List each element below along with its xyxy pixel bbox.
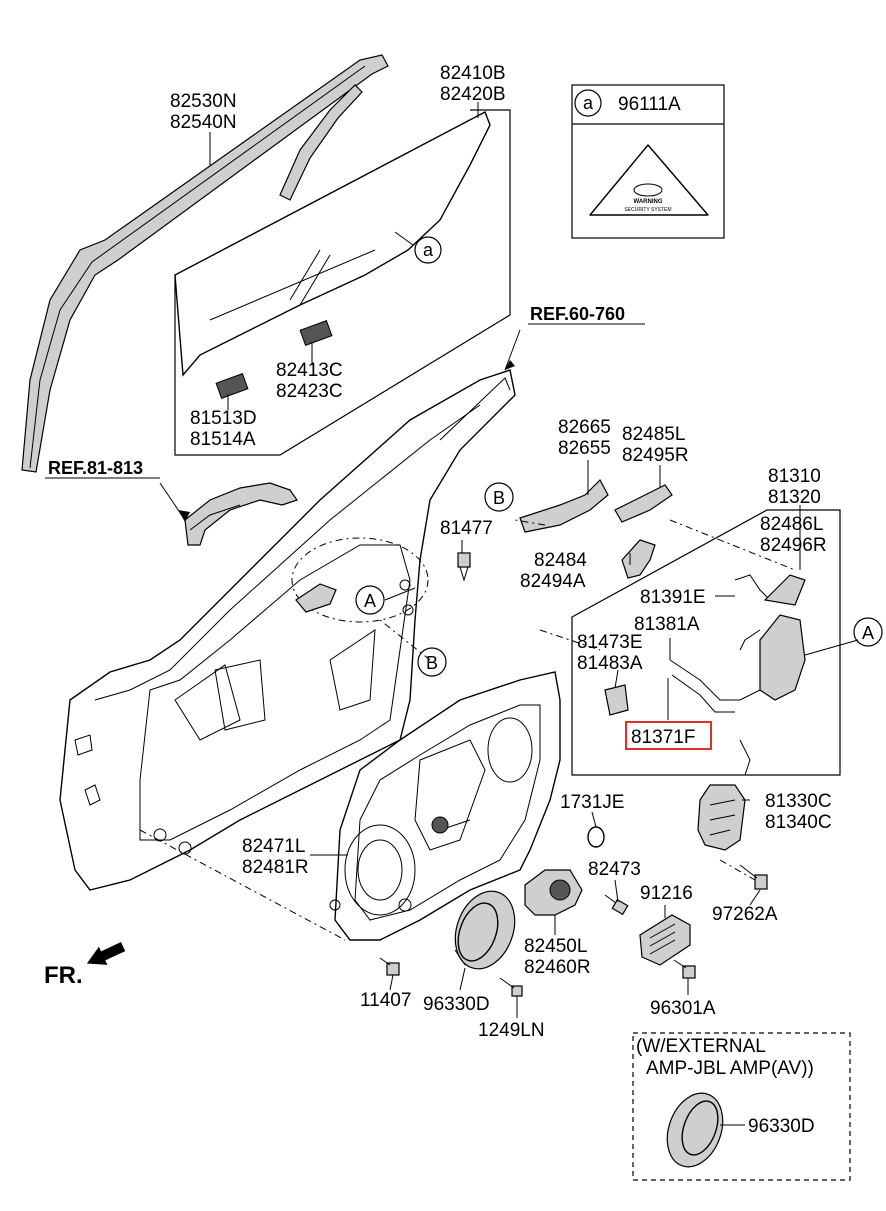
door-lock-actuator <box>697 784 746 851</box>
label-82450L: 82450L <box>524 936 587 957</box>
label-81320: 81320 <box>768 487 821 508</box>
label-81381A: 81381A <box>634 614 700 635</box>
leader-lines <box>159 102 859 1126</box>
external-amp-box <box>632 1032 851 1181</box>
label-82494A: 82494A <box>520 571 586 592</box>
callout-a-small-text: a <box>423 240 434 260</box>
front-arrow-icon <box>86 942 126 965</box>
label-82540N: 82540N <box>170 112 237 133</box>
label-82420B: 82420B <box>440 84 506 105</box>
label-w-external: (W/EXTERNAL <box>636 1036 766 1057</box>
label-81513D: 81513D <box>190 408 257 429</box>
label-front: FR. <box>44 962 83 989</box>
label-81477: 81477 <box>440 518 493 539</box>
door-bracket-82665 <box>519 479 609 533</box>
regulator-motor <box>524 869 583 916</box>
grommet <box>587 826 605 848</box>
label-96301A: 96301A <box>650 998 716 1019</box>
label-82655: 82655 <box>558 438 611 459</box>
label-81473E: 81473E <box>577 632 643 653</box>
inner-handle-bezel <box>295 583 337 613</box>
label-82484: 82484 <box>534 550 587 571</box>
callout-A-right <box>853 617 883 647</box>
bolt-1249LN <box>499 977 523 997</box>
label-91216: 91216 <box>640 883 693 904</box>
bolt-97262A <box>739 864 768 890</box>
callout-A-left-text: A <box>364 591 376 611</box>
label-81391E: 81391E <box>640 587 706 608</box>
label-1249LN: 1249LN <box>478 1020 545 1041</box>
label-11407: 11407 <box>360 990 411 1011</box>
latch-detail-box <box>571 509 841 776</box>
label-81371F: 81371F <box>631 727 695 748</box>
door-bracket-82485L <box>614 484 673 523</box>
callout-A-right-text: A <box>862 623 874 643</box>
window-run-channel <box>21 54 389 473</box>
glass-clip-lower <box>215 373 249 399</box>
label-81330C: 81330C <box>765 791 832 812</box>
label-82473: 82473 <box>588 859 641 880</box>
ref60760-arrow <box>505 360 515 370</box>
door-latch-assembly <box>604 574 806 776</box>
warning-sticker: WARNING SECURITY SYSTEM <box>589 144 709 216</box>
glass-group-frame <box>174 109 511 456</box>
handle-area-ellipse <box>291 537 429 623</box>
label-82485L: 82485L <box>622 424 685 445</box>
label-82410B: 82410B <box>440 63 506 84</box>
warning-sticker-line1: WARNING <box>634 199 663 205</box>
door-module-panel <box>329 671 561 941</box>
label-82423C: 82423C <box>276 381 343 402</box>
reference-lines <box>139 519 796 941</box>
amplifier <box>639 914 691 966</box>
sticker-box <box>571 84 725 239</box>
label-96111A: 96111A <box>618 94 681 115</box>
label-81310: 81310 <box>768 466 821 487</box>
label-82495R: 82495R <box>622 445 689 466</box>
label-81483A: 81483A <box>577 653 643 674</box>
label-82496R: 82496R <box>760 535 827 556</box>
glass-run-rear <box>439 377 511 441</box>
label-amp-jbl: AMP-JBL AMP(AV)) <box>646 1058 814 1079</box>
label-82460R: 82460R <box>524 957 591 978</box>
label-82481R: 82481R <box>242 857 309 878</box>
label-81514A: 81514A <box>190 429 256 450</box>
door-speaker-jbl <box>666 1092 724 1168</box>
label-96330D: 96330D <box>423 994 490 1015</box>
outside-handle <box>184 482 298 546</box>
callout-B-upper <box>484 482 514 512</box>
label-ref-81-813: REF.81-813 <box>48 458 143 478</box>
door-bracket-82484 <box>621 539 656 579</box>
bolt-81477 <box>457 552 471 582</box>
callout-A-left <box>355 585 385 615</box>
callout-a-small <box>414 236 442 264</box>
door-glass <box>174 111 491 377</box>
label-1731JE: 1731JE <box>560 792 624 813</box>
callout-B-lower <box>417 647 447 677</box>
door-speaker <box>454 890 516 970</box>
callout-a-box-text: a <box>583 93 594 113</box>
door-inner-panel <box>59 369 516 891</box>
callout-B-lower-text: B <box>426 653 438 673</box>
glass-clip-upper <box>299 320 333 346</box>
label-81340C: 81340C <box>765 812 832 833</box>
label-82665: 82665 <box>558 417 611 438</box>
part-labels: 82530N 82540N 82410B 82420B 96111A 82413… <box>44 63 832 1137</box>
label-82530N: 82530N <box>170 91 237 112</box>
label-82486L: 82486L <box>760 514 823 535</box>
bolt-96301A <box>673 959 696 979</box>
warning-sticker-line2: SECURITY SYSTEM <box>624 207 671 213</box>
callout-a-box <box>574 89 602 117</box>
label-96330D-jbl: 96330D <box>748 1116 815 1137</box>
window-front-channel <box>279 84 363 201</box>
label-ref-60-760: REF.60-760 <box>530 304 625 324</box>
label-82413C: 82413C <box>276 360 343 381</box>
callout-B-upper-text: B <box>493 488 505 508</box>
ref81813-arrow <box>178 510 190 522</box>
label-82471L: 82471L <box>242 836 305 857</box>
highlight-box-81371F <box>625 721 712 750</box>
label-97262A: 97262A <box>712 904 778 925</box>
bolt-82473 <box>604 894 629 916</box>
bolt-11407 <box>379 957 400 976</box>
